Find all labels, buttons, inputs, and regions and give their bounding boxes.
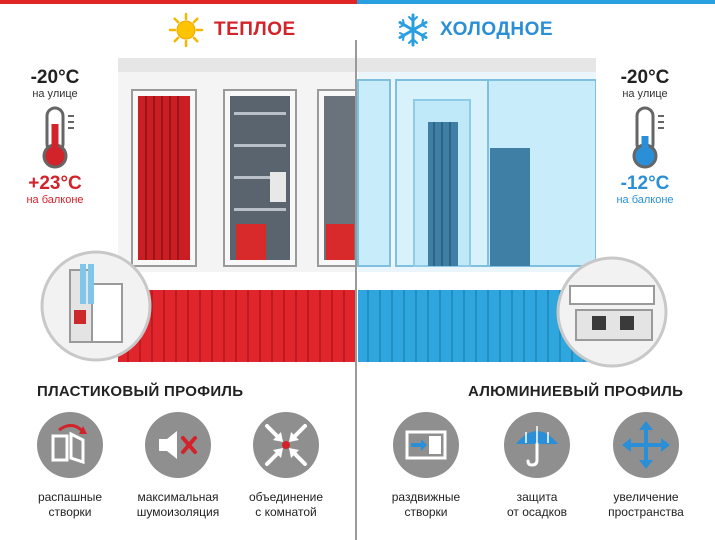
feature-label-line2: створки — [404, 505, 448, 519]
feature-label-line2: пространства — [608, 505, 684, 519]
feature-label-line1: увеличение — [613, 490, 679, 504]
feature-label-line2: с комнатой — [255, 505, 317, 519]
feature-label-line2: от осадков — [506, 505, 568, 519]
mute-speaker-icon — [145, 412, 211, 478]
feature-label-line1: максимальная — [137, 490, 219, 504]
inside-label-warm: на балконе — [26, 194, 84, 206]
aluminium-profile-section-image — [556, 256, 668, 368]
sliding-door-icon — [393, 412, 459, 478]
warm-temperature-block: -20°C на улице +23°C на балконе — [0, 67, 110, 207]
cold-heading: ХОЛОДНОЕ — [396, 10, 553, 50]
inside-temp-warm: +23°C — [28, 173, 82, 194]
expand-arrows-icon — [613, 412, 679, 478]
top-bar-warm — [0, 0, 357, 4]
warm-heading-text: ТЕПЛОЕ — [214, 19, 296, 40]
thermometer-red-icon — [0, 104, 110, 170]
thermometer-blue-icon — [590, 104, 700, 170]
outside-label-cold: на улице — [622, 88, 668, 100]
inside-temp-cold: -12°C — [620, 173, 670, 194]
aluminium-profile-label: АЛЮМИНИЕВЫЙ ПРОФИЛЬ — [468, 383, 684, 400]
umbrella-icon — [504, 412, 570, 478]
outside-temp-warm: -20°C — [30, 67, 80, 88]
swing-door-icon — [37, 412, 103, 478]
merge-arrows-icon — [253, 412, 319, 478]
feature-label-line1: объединение — [248, 490, 324, 504]
outside-label-warm: на улице — [32, 88, 78, 100]
cold-temperature-block: -20°C на улице -12°C на балконе — [590, 67, 700, 207]
cold-heading-text: ХОЛОДНОЕ — [440, 19, 554, 40]
balcony-illustration — [118, 52, 597, 372]
feature-label-line1: защита — [516, 490, 558, 504]
outside-temp-cold: -20°C — [620, 67, 670, 88]
snowflake-icon — [398, 13, 428, 47]
plastic-profile-section-image — [40, 250, 152, 362]
feature-label-line1: раздвижные — [391, 490, 461, 504]
warm-cold-divider — [355, 40, 357, 540]
sun-icon — [168, 12, 204, 48]
feature-label-line2: шумоизоляция — [136, 505, 220, 519]
top-bar-cold — [357, 0, 715, 4]
warm-heading: ТЕПЛОЕ — [168, 10, 296, 50]
feature-label-line1: распашные — [37, 490, 103, 504]
inside-label-cold: на балконе — [616, 194, 674, 206]
plastic-profile-label: ПЛАСТИКОВЫЙ ПРОФИЛЬ — [37, 383, 244, 400]
feature-label-line2: створки — [48, 505, 92, 519]
